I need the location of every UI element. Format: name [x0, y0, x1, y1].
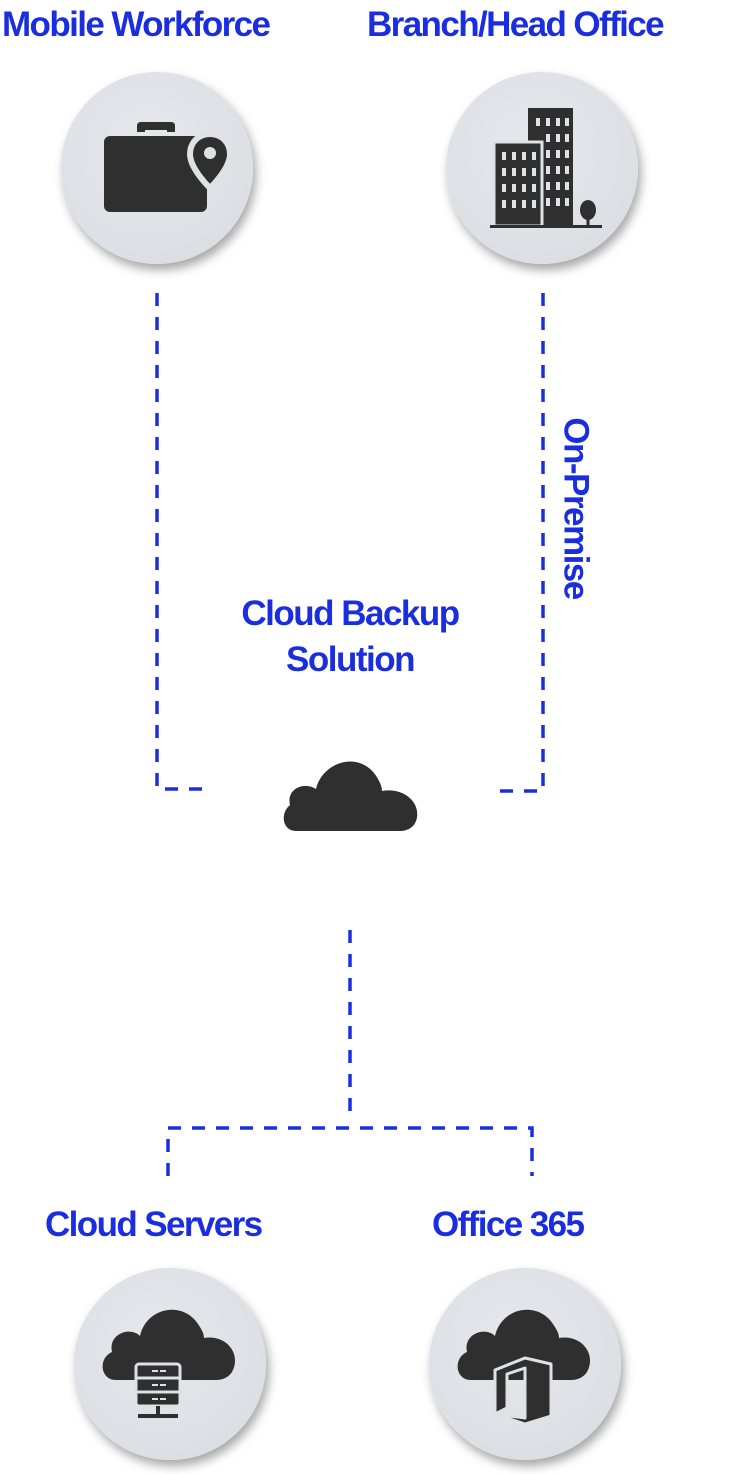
office-365-node	[429, 1268, 621, 1460]
on-premise-label: On-Premise	[556, 417, 596, 599]
cloud-icon	[283, 761, 418, 831]
cloud-server-icon	[102, 1309, 236, 1418]
briefcase-location-icon	[104, 122, 234, 212]
office-365-label: Office 365	[432, 1205, 585, 1244]
branch-head-office-label: Branch/Head Office	[367, 5, 665, 44]
branch-head-office-node	[446, 72, 638, 264]
connector-mobile-to-cloud	[155, 293, 212, 791]
connector-split	[166, 1126, 534, 1176]
office-buildings-icon	[490, 108, 602, 228]
connector-office-to-cloud	[493, 293, 545, 793]
cloud-servers-node	[74, 1268, 266, 1460]
mobile-workforce-node	[61, 72, 253, 264]
cloud-backup-line1: Cloud Backup	[241, 594, 460, 633]
cloud-backup-solution-label: Cloud Backup Solution	[200, 591, 500, 683]
cloud-backup-line2: Solution	[286, 640, 415, 679]
cloud-servers-label: Cloud Servers	[45, 1205, 263, 1244]
mobile-workforce-label: Mobile Workforce	[2, 5, 271, 44]
cloud-office-icon	[457, 1309, 591, 1426]
